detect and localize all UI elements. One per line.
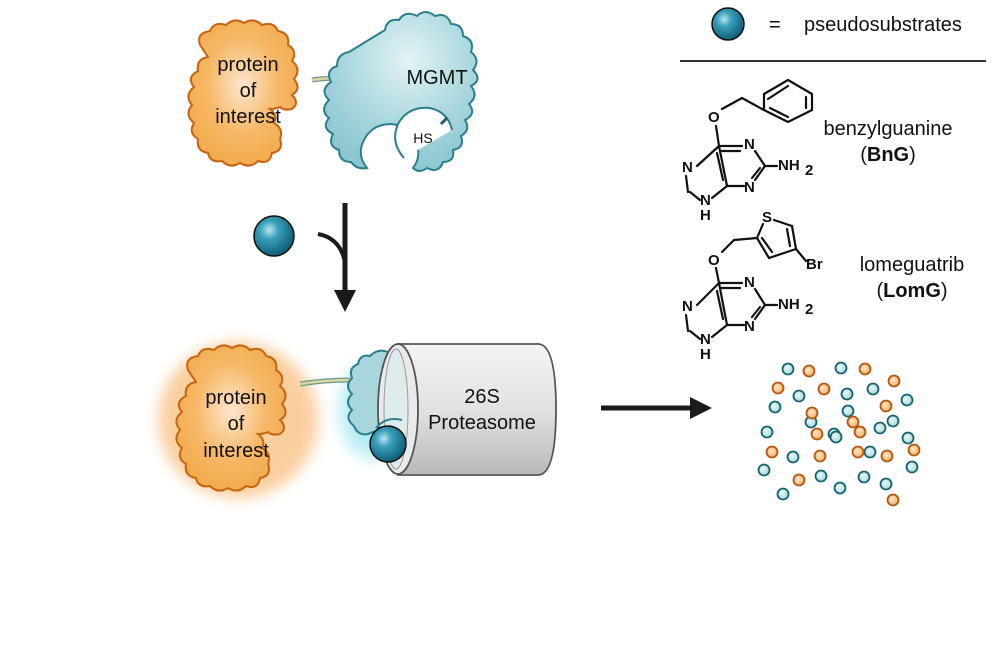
curved-arrow-tail <box>317 232 347 263</box>
teal-fragment <box>829 430 843 444</box>
teal-fragment <box>834 361 848 375</box>
top-complex: protein of interest MGMT HS <box>187 11 479 172</box>
teal-fragment <box>863 445 877 459</box>
teal-fragment <box>840 387 854 401</box>
orange-fragment <box>858 362 872 376</box>
active-site-label: HS <box>413 130 432 146</box>
mgmt-label: MGMT <box>406 67 467 89</box>
orange-fragment <box>765 445 779 459</box>
down-arrow-head <box>334 290 356 312</box>
teal-fragment <box>901 431 915 445</box>
protein-of-interest-blob-bottom <box>175 344 287 492</box>
orange-fragment <box>813 449 827 463</box>
orange-fragment <box>851 445 865 459</box>
atom-NH2-subscript: 2 <box>805 162 813 179</box>
poi-label-line3: interest <box>215 106 281 128</box>
teal-fragment <box>879 477 893 491</box>
atom-NH2: NH <box>778 157 800 174</box>
atom-N1: N <box>744 136 755 153</box>
legend-equals: = <box>769 14 781 36</box>
reaction-step <box>253 203 356 312</box>
atom-Br: Br <box>806 256 823 273</box>
legend-sphere-icon <box>711 7 745 41</box>
lomeguatrib-name: lomeguatrib <box>860 254 965 276</box>
teal-fragment <box>833 481 847 495</box>
bottom-complex: protein of interest 26S Proteasome <box>158 342 557 498</box>
teal-fragment <box>900 393 914 407</box>
atom-N9-H-2: H <box>700 346 711 363</box>
atom-N7: N <box>682 159 693 176</box>
lomeguatrib-abbr-text: LomG <box>883 280 941 302</box>
poi-label-bottom-line3: interest <box>203 440 269 462</box>
orange-fragment <box>810 427 824 441</box>
atom-N3-2: N <box>744 318 755 335</box>
proteasome-label-line2: Proteasome <box>428 412 536 434</box>
atom-N9-2: N <box>700 331 711 348</box>
orange-fragment <box>907 443 921 457</box>
atom-S: S <box>762 209 772 226</box>
orange-fragment <box>805 406 819 420</box>
atom-N9-H: H <box>700 207 711 224</box>
orange-fragment <box>853 425 867 439</box>
poi-label-line2: of <box>240 80 257 102</box>
legend-pseudosubstrates: pseudosubstrates <box>804 14 962 36</box>
degradation-arrow <box>601 397 712 419</box>
bound-pseudosubstrate-sphere-icon <box>369 425 407 463</box>
teal-fragment <box>873 421 887 435</box>
atom-N9: N <box>700 192 711 209</box>
orange-fragment <box>846 415 860 429</box>
orange-fragment <box>771 381 785 395</box>
teal-fragment <box>776 487 790 501</box>
proteasome-label-line1: 26S <box>464 386 500 408</box>
teal-fragment <box>757 463 771 477</box>
poi-label-line1: protein <box>217 54 278 76</box>
atom-NH2-subscript-2: 2 <box>805 301 813 318</box>
teal-fragment <box>814 469 828 483</box>
teal-fragment <box>760 425 774 439</box>
teal-fragment <box>792 389 806 403</box>
orange-fragment <box>880 449 894 463</box>
orange-fragment <box>792 473 806 487</box>
benzylguanine-abbr-text: BnG <box>867 144 909 166</box>
teal-fragment <box>905 460 919 474</box>
benzylguanine-abbr: (BnG) <box>860 144 916 166</box>
teal-fragment <box>866 382 880 396</box>
benzylguanine-name: benzylguanine <box>824 118 953 140</box>
protein-of-interest-blob <box>187 19 299 167</box>
lomeguatrib-structure: S Br O N NH 2 N N N H lo <box>682 209 964 363</box>
atom-N1-2: N <box>744 274 755 291</box>
atom-N7-2: N <box>682 298 693 315</box>
teal-fragment <box>841 404 855 418</box>
legend: = pseudosubstrates <box>680 7 986 62</box>
atom-N3: N <box>744 179 755 196</box>
teal-fragment <box>781 362 795 376</box>
lomeguatrib-abbr: (LomG) <box>876 280 947 302</box>
orange-fragment <box>887 374 901 388</box>
orange-fragment <box>879 399 893 413</box>
proteasome-body <box>397 343 557 476</box>
atom-O: O <box>708 109 720 126</box>
thiol-bond <box>439 116 449 126</box>
teal-fragment <box>857 470 871 484</box>
poi-label-bottom-line1: protein <box>205 387 266 409</box>
orange-fragment <box>802 364 816 378</box>
active-site-pocket <box>394 106 453 159</box>
orange-fragment <box>817 382 831 396</box>
pseudosubstrate-sphere-icon <box>253 215 295 257</box>
orange-fragment <box>886 493 900 507</box>
teal-fragment <box>786 450 800 464</box>
teal-fragment <box>768 400 782 414</box>
teal-fragment <box>886 414 900 428</box>
benzylguanine-structure: O N NH 2 N N N H benzylguanine (BnG) <box>682 78 953 224</box>
poi-label-bottom-line2: of <box>228 413 245 435</box>
atom-NH2-2: NH <box>778 296 800 313</box>
degraded-fragments <box>757 361 921 507</box>
atom-O-2: O <box>708 252 720 269</box>
